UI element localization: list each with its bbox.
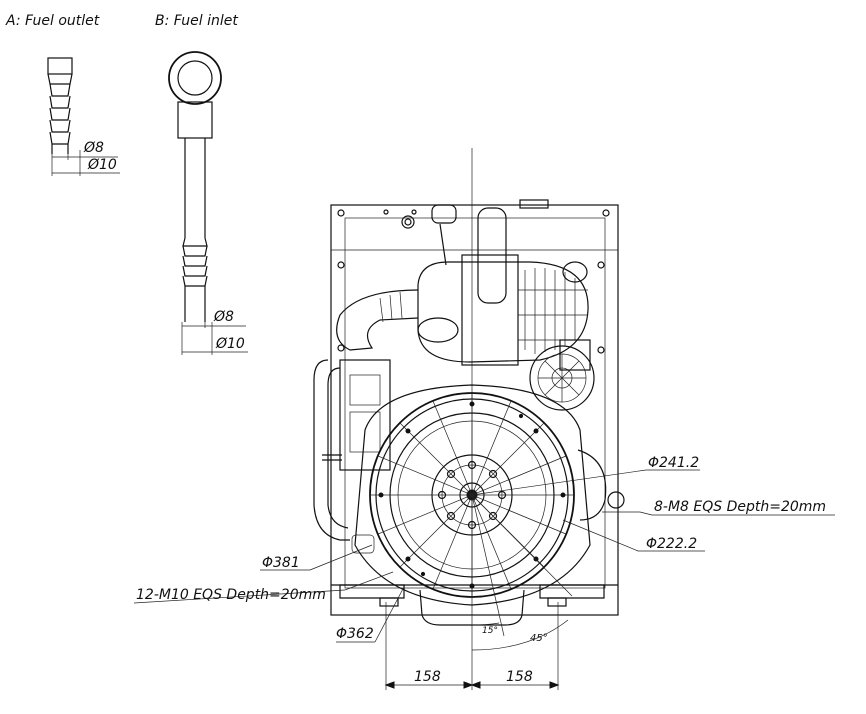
dia-362-label: Φ362 bbox=[336, 626, 374, 642]
outlet-inner-diameter: Ø8 bbox=[83, 140, 104, 156]
angle-15-label: 15° bbox=[482, 626, 498, 636]
inlet-inner-diameter: Ø8 bbox=[213, 309, 234, 325]
dimension-lines bbox=[133, 469, 835, 690]
engine-front-view bbox=[313, 148, 625, 690]
width-left-label: 158 bbox=[414, 669, 441, 685]
dia-381-label: Φ381 bbox=[262, 555, 300, 571]
fuel-inlet-fitting bbox=[168, 51, 248, 355]
m10-holes-label: 12-M10 EQS Depth=20mm bbox=[136, 587, 326, 603]
fuel-outlet-caption: A: Fuel outlet bbox=[5, 13, 100, 29]
dia-222-label: Φ222.2 bbox=[646, 536, 697, 552]
m8-holes-label: 8-M8 EQS Depth=20mm bbox=[654, 499, 826, 515]
fuel-outlet-fitting bbox=[47, 57, 120, 176]
fuel-inlet-caption: B: Fuel inlet bbox=[155, 13, 238, 29]
angle-45-label: 45° bbox=[530, 633, 548, 644]
width-right-label: 158 bbox=[506, 669, 533, 685]
inlet-outer-diameter: Ø10 bbox=[215, 336, 245, 352]
outlet-outer-diameter: Ø10 bbox=[87, 157, 117, 173]
dia-241-label: Φ241.2 bbox=[648, 455, 699, 471]
